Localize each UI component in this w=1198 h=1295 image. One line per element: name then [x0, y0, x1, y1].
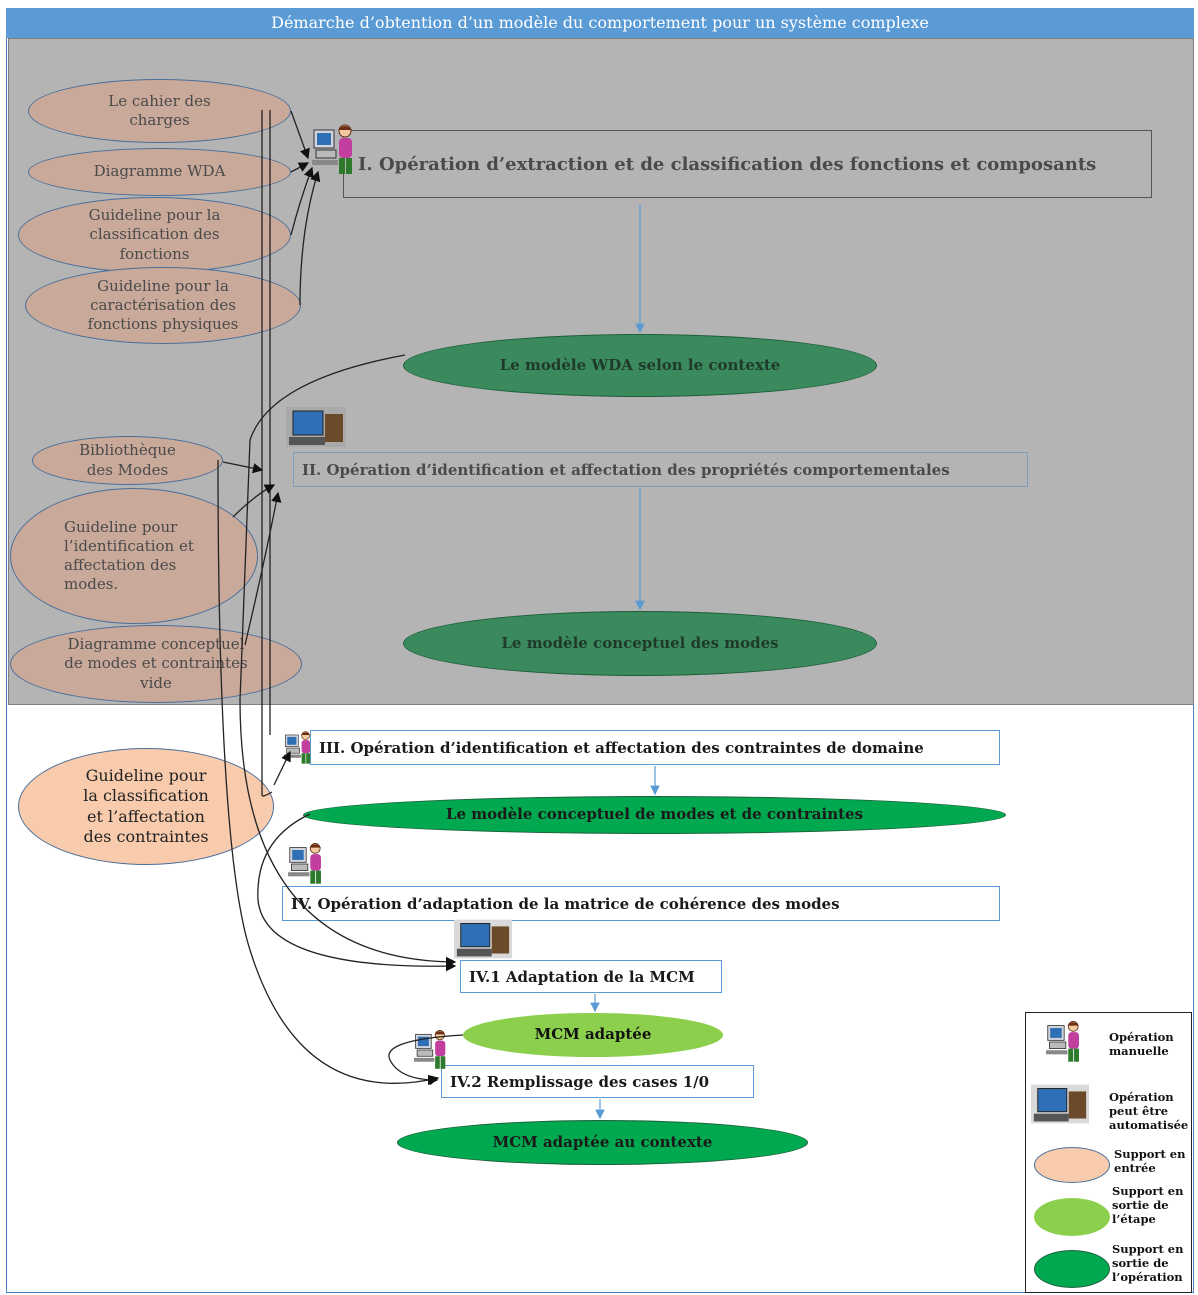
person-at-computer-icon: [1046, 1021, 1079, 1062]
diagram-title: Démarche d’obtention d’un modèle du comp…: [6, 8, 1194, 38]
computer-icon: [453, 919, 513, 959]
input-bibliotheque-modes: Bibliothèque des Modes: [32, 436, 223, 485]
computer-icon: [286, 407, 346, 447]
operation-4-2-label: IV.2 Remplissage des cases 1/0: [450, 1072, 710, 1091]
input-arrow: [299, 170, 321, 306]
operation-4-1-box: IV.1 Adaptation de la MCM: [460, 960, 722, 993]
person-at-computer-icon: [284, 731, 311, 764]
legend-auto-label: Opération peut être automatisée: [1109, 1090, 1189, 1132]
input-arrow: [388, 1034, 464, 1086]
operation-3-box: III. Opération d’identification et affec…: [310, 730, 1000, 765]
legend-support-in-label: Support en entrée: [1114, 1147, 1186, 1175]
operation-4-label: IV. Opération d’adaptation de la matrice…: [291, 894, 840, 913]
operation-4-2-box: IV.2 Remplissage des cases 1/0: [441, 1065, 754, 1098]
output-modele-conceptuel-modes: Le modèle conceptuel des modes: [403, 611, 877, 676]
input-arrow: [232, 484, 276, 518]
input-arrow: [239, 354, 457, 968]
legend-support-op-label: Support en sortie de l’opération: [1112, 1242, 1184, 1284]
legend-manual-label: Opération manuelle: [1109, 1030, 1174, 1058]
legend-support-step-label: Support en sortie de l’étape: [1112, 1184, 1184, 1226]
input-arrow: [257, 813, 457, 972]
input-guideline-caracterisation: Guideline pour la caractérisation des fo…: [25, 267, 301, 344]
output-modele-wda: Le modèle WDA selon le contexte: [403, 334, 877, 397]
input-diagramme-wda: Diagramme WDA: [28, 148, 291, 196]
input-cahier-des-charges: Le cahier des charges: [28, 79, 291, 143]
input-arrow: [290, 162, 310, 173]
operation-2-box: II. Opération d’identification et affect…: [293, 452, 1028, 487]
operation-4-box: IV. Opération d’adaptation de la matrice…: [282, 886, 1000, 921]
operation-4-1-label: IV.1 Adaptation de la MCM: [469, 967, 695, 986]
legend-support-op-swatch: [1034, 1250, 1110, 1288]
input-arrow: [290, 166, 314, 236]
operation-1-label: I. Opération d’extraction et de classifi…: [358, 153, 1097, 175]
output-mcm-adaptee: MCM adaptée: [463, 1013, 723, 1057]
input-arrow: [290, 110, 310, 160]
operation-2-label: II. Opération d’identification et affect…: [302, 460, 950, 479]
operation-3-label: III. Opération d’identification et affec…: [319, 738, 924, 757]
input-diagramme-conceptuel: Diagramme conceptuel de modes et contrai…: [10, 625, 302, 703]
input-arrow: [222, 461, 264, 474]
output-mcm-contexte: MCM adaptée au contexte: [397, 1120, 808, 1165]
legend-support-in-swatch: [1034, 1147, 1110, 1183]
person-at-computer-icon: [312, 124, 352, 174]
input-arrow: [217, 459, 440, 1086]
input-arrow: [244, 491, 282, 646]
legend-support-step-swatch: [1034, 1198, 1110, 1236]
computer-icon: [1030, 1084, 1090, 1124]
input-guideline-classification-fonctions: Guideline pour la classification des fon…: [18, 197, 291, 273]
output-modele-modes-contraintes: Le modèle conceptuel de modes et de cont…: [303, 796, 1006, 834]
input-arrow: [261, 110, 273, 797]
input-guideline-modes: Guideline pour l’identification et affec…: [10, 488, 258, 624]
person-at-computer-icon: [288, 843, 321, 884]
input-arrow: [273, 750, 291, 786]
legend: Opération manuelle Opération peut être a…: [1025, 1012, 1192, 1293]
